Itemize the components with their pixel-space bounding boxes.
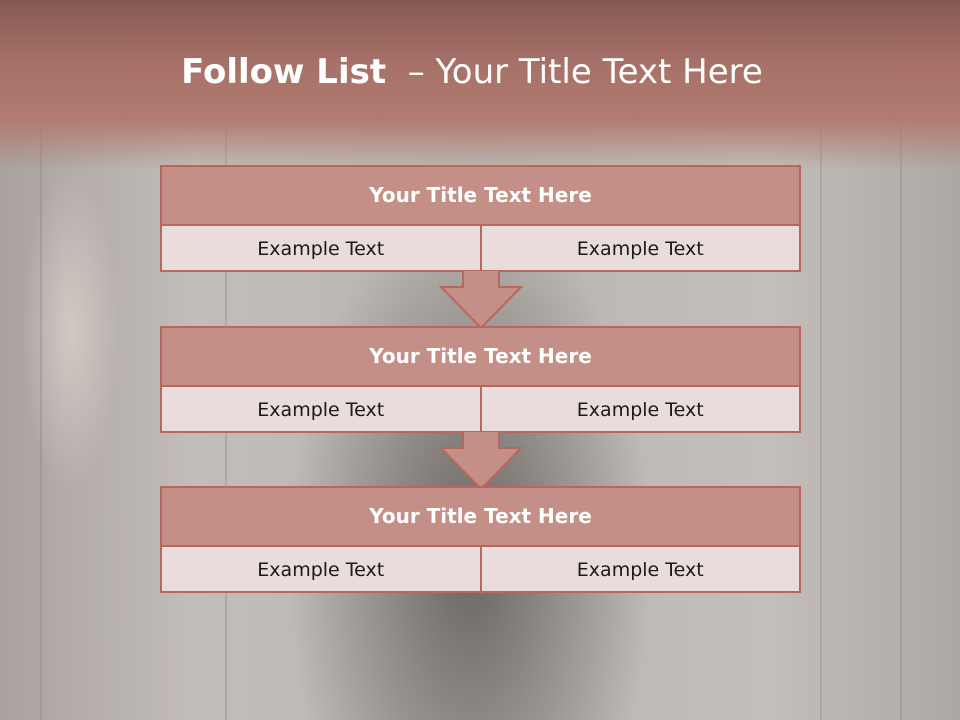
block-cell-left: Example Text <box>257 559 385 581</box>
list-block: Your Title Text Here Example Text Exampl… <box>160 326 801 434</box>
slide-title: Follow List – Your Title Text Here <box>0 52 944 92</box>
block-cell-left: Example Text <box>257 399 385 421</box>
block-cell-right: Example Text <box>479 387 800 434</box>
down-arrow-icon <box>439 431 523 491</box>
background-streak <box>820 120 822 720</box>
down-arrow-icon <box>439 270 523 330</box>
header-band <box>0 0 960 170</box>
block-row: Example Text Example Text <box>162 387 799 434</box>
block-title: Your Title Text Here <box>162 167 799 226</box>
block-row: Example Text Example Text <box>162 226 799 273</box>
block-cell-right: Example Text <box>479 547 800 594</box>
block-cell-left: Example Text <box>257 238 385 260</box>
list-block: Your Title Text Here Example Text Exampl… <box>160 486 801 594</box>
slide-title-rest: – Your Title Text Here <box>386 52 763 92</box>
block-row: Example Text Example Text <box>162 547 799 594</box>
background-streak <box>40 120 42 720</box>
background-streak <box>900 120 902 720</box>
block-title: Your Title Text Here <box>162 488 799 547</box>
slide-title-bold: Follow List <box>181 52 387 92</box>
list-block: Your Title Text Here Example Text Exampl… <box>160 165 801 273</box>
block-cell-right: Example Text <box>479 226 800 273</box>
block-title: Your Title Text Here <box>162 328 799 387</box>
